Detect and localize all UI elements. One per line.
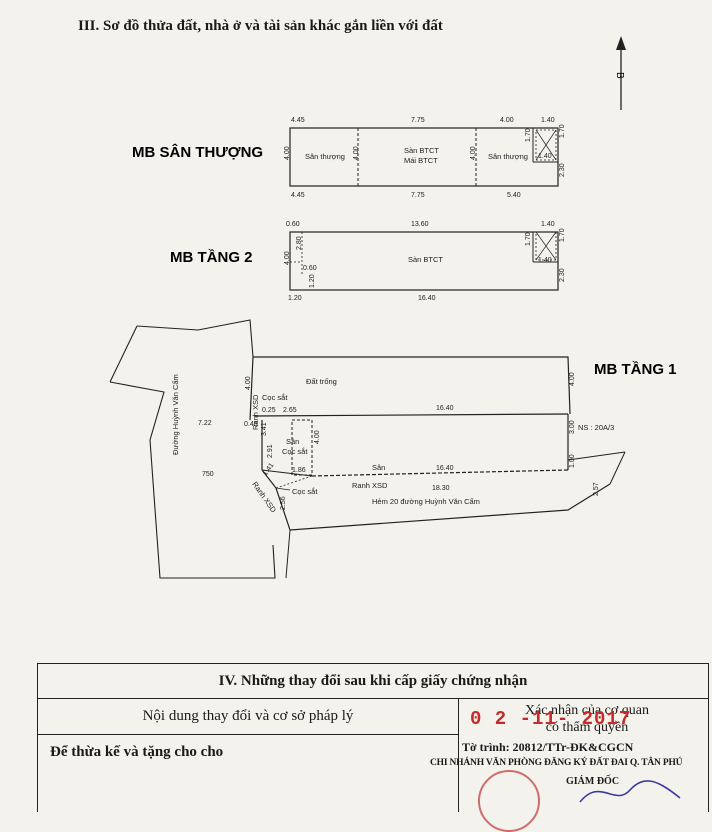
dim-label: 4.45	[291, 192, 305, 199]
dim-label: 1.70	[525, 128, 532, 142]
changes-content-header: Nội dung thay đổi và cơ sở pháp lý	[38, 698, 458, 735]
plan-note: Cọc sắt	[292, 487, 318, 496]
dim-label: 4.00	[284, 251, 291, 265]
dim-label: 3.41	[261, 422, 268, 436]
dim-label: 1.20	[288, 295, 302, 302]
dim-label: 2.80	[296, 236, 303, 250]
floor2-stair-icon	[535, 231, 557, 261]
rooftop-plan-label: MB SÂN THƯỢNG	[132, 143, 263, 161]
street-label: Đường Huỳnh Văn Cẩm	[171, 374, 180, 455]
alley-label: Hẻm 20 đường Huỳnh Văn Cẩm	[372, 497, 480, 506]
plan-note: Cọc sắt	[282, 447, 308, 456]
dim-label: 4.00	[500, 117, 514, 124]
changes-table: IV. Những thay đổi sau khi cấp giấy chứn…	[37, 663, 709, 812]
north-arrow-label: B	[614, 72, 625, 79]
plan-note: Sân	[372, 463, 385, 472]
authority-header-line2: có thẩm quyền	[545, 720, 629, 735]
dim-label: 4.45	[291, 117, 305, 124]
dim-label: 4.00	[245, 376, 252, 390]
plan-note: Ranh XSD	[251, 394, 260, 430]
signature-icon	[579, 780, 681, 803]
dim-label: 2.30	[559, 268, 566, 282]
dim-label: 13.60	[411, 221, 429, 228]
authority-column-header: Xác nhận của cơ quan có thẩm quyền	[472, 702, 702, 736]
dim-label: 4.00	[569, 372, 576, 386]
room-label: Sàn BTCT	[404, 146, 439, 155]
dim-label: 2.65	[283, 407, 297, 414]
dim-label: 16.40	[418, 295, 436, 302]
dim-label: 0.60	[286, 221, 300, 228]
dim-label: 1.40	[541, 221, 555, 228]
changes-content-column: Nội dung thay đổi và cơ sở pháp lý	[38, 698, 459, 812]
room-label: Sân thượng	[305, 152, 345, 161]
house-number: NS : 20A/3	[578, 423, 614, 432]
dim-label: 1.86	[292, 467, 306, 474]
dim-label: 1.70	[559, 124, 566, 138]
dim-label: 2.56	[280, 496, 287, 510]
issuing-office: CHI NHÁNH VĂN PHÒNG ĐĂNG KÝ ĐẤT ĐAI Q. T…	[430, 758, 683, 768]
dim-label: 1.40	[541, 117, 555, 124]
dim-label: 2.91	[267, 444, 274, 458]
room-label: Mái BTCT	[404, 156, 438, 165]
north-arrow-icon: B	[614, 36, 626, 110]
dim-label: 1.40	[538, 257, 552, 264]
dim-label: 7.22	[198, 420, 212, 427]
submission-ref: Tờ trình: 20812/TTr-ĐK&CGCN	[462, 740, 634, 754]
dim-label: 0.48	[244, 421, 258, 428]
plan-note: Đất trống	[306, 377, 337, 386]
section4-title: IV. Những thay đổi sau khi cấp giấy chứn…	[38, 664, 708, 699]
floor2-outline	[289, 231, 559, 291]
certificate-page: III. Sơ đồ thửa đất, nhà ở và tài sản kh…	[37, 18, 709, 832]
dim-label: 1.70	[559, 228, 566, 242]
dim-label: 1.41	[262, 462, 276, 477]
dim-label: 1.70	[525, 232, 532, 246]
signer-title: GIÁM ĐỐC	[566, 776, 620, 787]
plan-note: Cọc sắt	[262, 393, 288, 402]
dim-label: 4.00	[353, 146, 360, 160]
dim-label: 1.20	[309, 274, 316, 288]
plan-note: Sân	[286, 437, 299, 446]
dim-label: 7.75	[411, 117, 425, 124]
floor2-plan-label: MB TẦNG 2	[170, 249, 253, 266]
dim-label: 7.75	[411, 192, 425, 199]
section3-title: III. Sơ đồ thửa đất, nhà ở và tài sản kh…	[78, 18, 443, 34]
dim-label: 750	[202, 471, 214, 478]
plan-note: Ranh XSD	[352, 481, 388, 490]
dim-label: 2.57	[593, 482, 600, 496]
room-label: Sân thượng	[488, 152, 528, 161]
dim-label: 18.30	[432, 485, 450, 492]
dim-label: 4.00	[284, 146, 291, 160]
street-band	[109, 319, 276, 579]
dim-label: 16.40	[436, 465, 454, 472]
room-label: Sàn BTCT	[408, 255, 443, 264]
dim-label: 1.40	[538, 153, 552, 160]
dim-label: 16.40	[436, 405, 454, 412]
official-seal-icon	[478, 770, 540, 832]
dim-label: 4.00	[314, 430, 321, 444]
authority-header-line1: Xác nhận của cơ quan	[524, 703, 649, 718]
dim-label: 5.40	[507, 192, 521, 199]
rooftop-stair-icon	[535, 129, 557, 161]
dim-label: 4.00	[470, 146, 477, 160]
rooftop-outline	[289, 127, 559, 187]
dim-label: 3.00	[569, 420, 576, 434]
dim-label: 0.25	[262, 407, 276, 414]
dim-label: 0.60	[303, 265, 317, 272]
dim-label: 2.30	[559, 163, 566, 177]
change-entry-text: Để thừa kế và tặng cho cho	[50, 744, 224, 760]
floor1-plan-label: MB TẦNG 1	[594, 361, 677, 378]
site-plan-drawing: B MB SÂN THƯỢNG 4.45 7.75 4.00 1.40 4.45…	[109, 36, 677, 579]
stamp-date: 0 2 -11- 2017	[470, 708, 632, 730]
dim-label: 1.00	[569, 454, 576, 468]
